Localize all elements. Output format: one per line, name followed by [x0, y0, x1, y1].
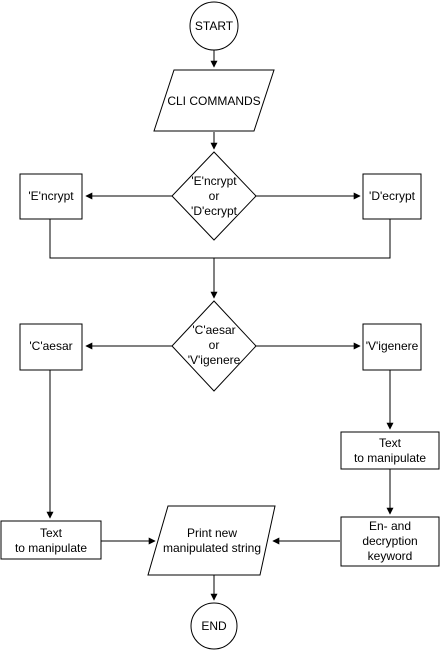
- cli-commands-node: CLI COMMANDS: [153, 69, 275, 132]
- caesar-node: 'C'aesar: [19, 323, 83, 371]
- mode-decision-line-3: 'D'ecrypt: [191, 204, 238, 218]
- mode-decision-node: 'E'ncrypt or 'D'ecrypt: [171, 151, 257, 241]
- text-vigenere-line-2: to manipulate: [354, 451, 426, 465]
- decrypt-node: 'D'ecrypt: [362, 173, 422, 220]
- end-label: END: [201, 619, 227, 633]
- cipher-decision-line-1: 'C'aesar: [192, 323, 235, 337]
- encrypt-node: 'E'ncrypt: [19, 173, 83, 220]
- cipher-decision-node: 'C'aesar or 'V'igenere: [171, 300, 257, 392]
- edges: [46, 50, 394, 601]
- print-output-line-1: Print new: [187, 526, 237, 540]
- encrypt-label: 'E'ncrypt: [28, 189, 74, 203]
- text-caesar-line-2: to manipulate: [15, 541, 87, 555]
- print-output-node: Print new manipulated string: [147, 505, 276, 576]
- caesar-label: 'C'aesar: [29, 339, 72, 353]
- cipher-decision-line-2: or: [209, 338, 220, 352]
- mode-decision-line-1: 'E'ncrypt: [191, 174, 237, 188]
- text-caesar-line-1: Text: [40, 526, 63, 540]
- keyword-line-2: decryption: [362, 534, 417, 548]
- keyword-line-1: En- and: [369, 519, 411, 533]
- keyword-node: En- and decryption keyword: [340, 516, 440, 567]
- vigenere-node: 'V'igenere: [362, 323, 422, 371]
- cli-commands-label: CLI COMMANDS: [167, 94, 260, 108]
- start-label: START: [195, 19, 234, 33]
- edge-merge-line: [49, 219, 391, 259]
- print-output-line-2: manipulated string: [163, 541, 261, 555]
- text-caesar-node: Text to manipulate: [0, 520, 102, 560]
- cipher-decision-line-3: 'V'igenere: [188, 353, 241, 367]
- text-vigenere-node: Text to manipulate: [340, 431, 440, 470]
- text-vigenere-line-1: Text: [379, 436, 402, 450]
- keyword-line-3: keyword: [368, 549, 413, 563]
- end-node: END: [190, 602, 238, 650]
- start-node: START: [189, 1, 239, 51]
- vigenere-label: 'V'igenere: [366, 339, 419, 353]
- decrypt-label: 'D'ecrypt: [369, 189, 416, 203]
- mode-decision-line-2: or: [209, 189, 220, 203]
